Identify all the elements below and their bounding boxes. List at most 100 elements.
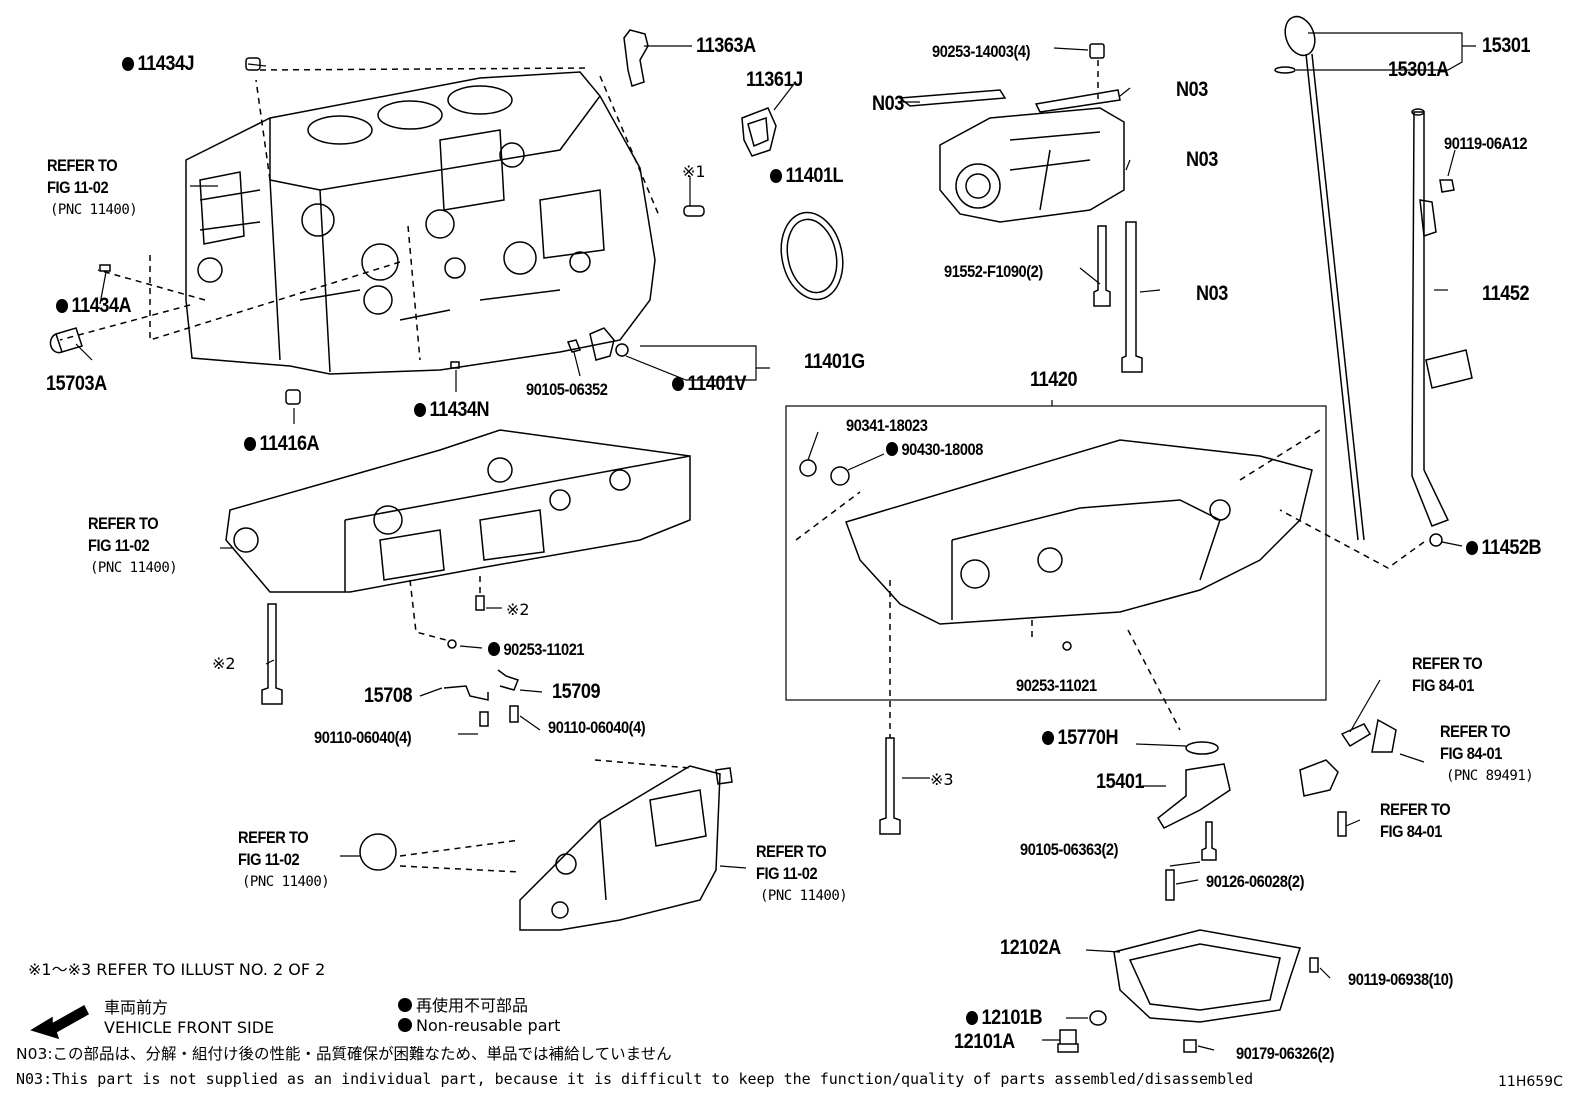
label-90105-06363[interactable]: 90105-06363(2) [1020,840,1119,859]
label-15301A[interactable]: 15301A [1388,58,1449,81]
ref-label-5[interactable]: REFER TO [1412,654,1483,673]
bolt-90179 [1183,1039,1197,1053]
label-90430-18008[interactable]: 90430-18008 [886,440,983,460]
cylinder-block-lower [225,429,691,593]
ref-label-2[interactable]: REFER TO [88,514,159,533]
label-note1: ※1 [682,162,706,181]
label-90119-06938[interactable]: 90119-06938(10) [1348,970,1453,989]
vehicle-front-jp: 車両前方 [104,998,169,1017]
ref-pnc-4: (PNC 11400) [760,888,848,904]
dashed-leader [1279,509,1425,569]
plug-90253-11021 [447,639,457,649]
sensor-89491 [1299,759,1339,797]
label-15401[interactable]: 15401 [1096,770,1145,793]
ref-label-6[interactable]: REFER TO [1440,722,1511,741]
bracket-15709 [497,669,519,691]
timing-cover [519,765,721,931]
ref-label-4[interactable]: FIG 11-02 [756,864,818,883]
label-11401V[interactable]: 11401V [672,372,746,396]
label-90110-b[interactable]: 90110-06040(4) [548,718,646,737]
label-90341-18023[interactable]: 90341-18023 [846,416,928,435]
label-11434N[interactable]: 11434N [414,398,489,422]
label-note2-pin: ※2 [506,600,530,619]
ref-label-3[interactable]: REFER TO [238,828,309,847]
label-90105-06352[interactable]: 90105-06352 [526,380,608,399]
label-15703A[interactable]: 15703A [46,372,107,395]
bracket-11363A [623,29,649,87]
label-n03-b[interactable]: N03 [1176,78,1208,101]
ref-label-1[interactable]: FIG 11-02 [47,178,109,197]
n03-note-en: N03:This part is not supplied as an indi… [16,1070,1254,1088]
label-11452B[interactable]: 11452B [1466,536,1541,560]
guide-11452 [1411,108,1473,527]
label-90253-14003[interactable]: 90253-14003(4) [932,42,1031,61]
bracket-15708 [443,685,489,701]
label-11434A[interactable]: 11434A [56,294,131,318]
label-15301[interactable]: 15301 [1482,34,1531,57]
label-12102A[interactable]: 12102A [1000,936,1061,959]
ref-label-7[interactable]: FIG 84-01 [1380,822,1442,841]
n03-note-jp: N03:この部品は、分解・組付け後の性能・品質確保が困難なため、単品では補給して… [16,1045,672,1063]
seal-11401L [780,211,844,301]
gasket-11361J [741,107,777,157]
ref-label-1[interactable]: REFER TO [47,156,118,175]
label-11416A[interactable]: 11416A [244,432,319,456]
ref-label-3[interactable]: FIG 11-02 [238,850,300,869]
label-11434J[interactable]: 11434J [122,52,194,76]
ref-label-5[interactable]: FIG 84-01 [1412,676,1474,695]
bolt-90105-06363 [1201,821,1217,861]
bolt-90119-06938 [1309,957,1319,973]
label-90253-11021[interactable]: 90253-11021 [488,640,584,660]
cylinder-block [185,71,656,375]
plug-12101A [1057,1029,1079,1053]
ref-label-6[interactable]: FIG 84-01 [1440,744,1502,763]
label-90110-a[interactable]: 90110-06040(4) [314,728,412,747]
plug-90341 [799,459,817,477]
ref-pnc-3: (PNC 11400) [242,874,330,890]
label-11420[interactable]: 11420 [1030,368,1078,391]
ref-label-4[interactable]: REFER TO [756,842,827,861]
bolt-90253-14003 [1089,43,1105,59]
label-12101A[interactable]: 12101A [954,1030,1015,1053]
bolt-note3 [879,737,901,835]
label-15770H[interactable]: 15770H [1042,726,1118,750]
label-11363A[interactable]: 11363A [696,34,756,57]
label-15708[interactable]: 15708 [364,684,413,707]
label-n03-d[interactable]: N03 [1196,282,1228,305]
label-11401L[interactable]: 11401L [770,164,843,188]
illust-note: ※1～※3 REFER TO ILLUST NO. 2 OF 2 [28,960,326,979]
label-90253-11021b[interactable]: 90253-11021 [1016,676,1097,695]
label-11361J[interactable]: 11361J [746,68,803,91]
gasket-12101B [1089,1010,1107,1026]
label-11401G[interactable]: 11401G [804,350,865,373]
bolt-91552 [1093,225,1111,307]
plug-90253-11021b [1062,641,1072,651]
bolt-90110b [509,705,519,723]
gasket-timing [359,833,397,871]
label-15709[interactable]: 15709 [552,680,601,703]
label-91552-F1090[interactable]: 91552-F1090(2) [944,262,1043,281]
plug-11416A [285,389,301,405]
label-90126-06028[interactable]: 90126-06028(2) [1206,872,1305,891]
label-90119-06A12[interactable]: 90119-06A12 [1444,134,1528,153]
ref-pnc-6: (PNC 89491) [1446,768,1534,784]
nonreusable-legend-en: Non-reusable part [398,1016,560,1035]
label-90179-06326[interactable]: 90179-06326(2) [1236,1044,1335,1063]
plug-11434A [99,264,111,272]
oring-11401V [615,343,629,357]
vehicle-front-arrow-icon [30,1004,89,1040]
label-n03-a[interactable]: N03 [872,92,904,115]
ref-label-7[interactable]: REFER TO [1380,800,1451,819]
dipstick-15301 [1274,15,1365,541]
label-n03-c[interactable]: N03 [1186,148,1218,171]
ref-label-2[interactable]: FIG 11-02 [88,536,150,555]
ref-pnc-1: (PNC 11400) [50,202,138,218]
pin-note1 [683,205,705,217]
label-12101B[interactable]: 12101B [966,1006,1042,1030]
plug-11434J [245,57,261,71]
bolt-90110a [479,711,489,727]
label-11452[interactable]: 11452 [1482,282,1530,305]
label-note3: ※3 [930,770,954,789]
gasket-15770H [1185,741,1219,755]
bolt-timing [715,767,733,785]
